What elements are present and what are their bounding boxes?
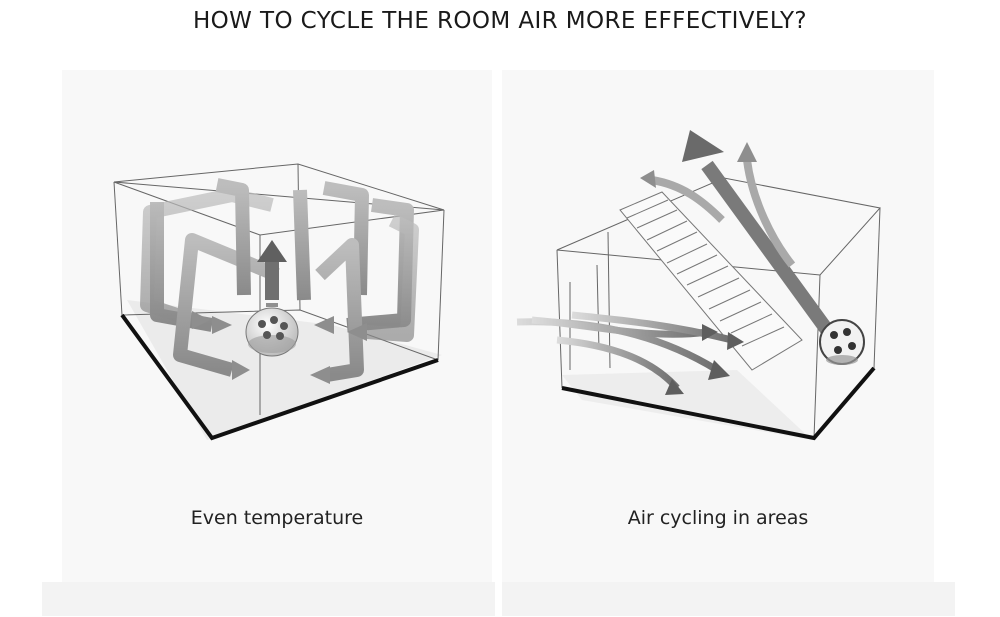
airflow-arrowheads [192, 311, 367, 384]
incoming-arrowheads [665, 324, 744, 395]
room-floor-edge [120, 313, 439, 441]
floor-shadow [562, 370, 812, 440]
room-floor-edge [561, 366, 876, 441]
upward-arrow-icon [257, 240, 287, 313]
airflow-arrowheads [640, 142, 757, 188]
even-temperature-panel: Even temperature [62, 70, 492, 582]
air-cycling-panel: Air cycling in areas [502, 70, 934, 582]
staircase [619, 191, 803, 371]
panel-base-right [502, 582, 955, 616]
upward-airflow-arrow [682, 130, 833, 335]
page-title: HOW TO CYCLE THE ROOM AIR MORE EFFECTIVE… [192, 8, 808, 34]
fan-heater-icon [245, 307, 299, 357]
curved-airflow-arrows [651, 159, 796, 268]
room-circulation-illustration [113, 163, 445, 441]
fan-heater-icon [819, 319, 865, 365]
panel-caption: Even temperature [190, 507, 364, 529]
stairs-circulation-illustration [516, 130, 881, 441]
panel-caption: Air cycling in areas [627, 507, 809, 529]
panel-base-left [42, 582, 495, 616]
